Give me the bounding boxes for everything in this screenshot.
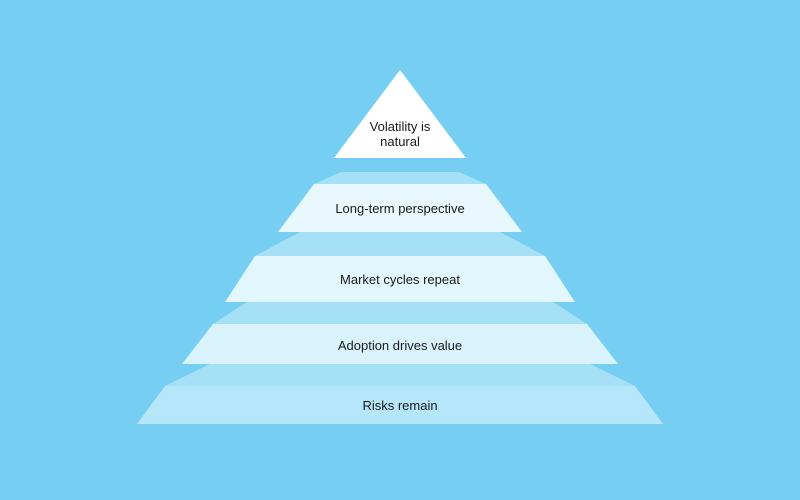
tier-4-band [182, 324, 618, 364]
tier-5-label: Risks remain [362, 398, 437, 413]
tier-1-label-line-2: natural [380, 134, 420, 149]
tier-4-back-face [213, 300, 587, 324]
tier-2-back-face [314, 172, 486, 184]
tier-3-label: Market cycles repeat [340, 272, 460, 287]
tier-5-back-face [165, 364, 635, 386]
tier-1-apex [334, 70, 466, 158]
tier-3-back-face [255, 232, 545, 256]
tier-4-label: Adoption drives value [338, 338, 462, 353]
tier-3-band [225, 256, 575, 302]
tier-2-band [278, 184, 522, 232]
tier-2-label: Long-term perspective [335, 201, 464, 216]
tier-5-band [137, 386, 663, 424]
tier-1-label-line-1: Volatility is [370, 119, 431, 134]
